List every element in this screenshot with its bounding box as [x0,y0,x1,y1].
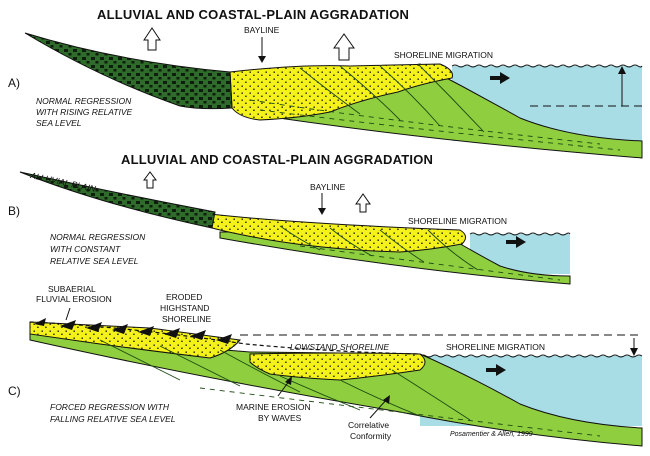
panel-a: ALLUVIAL AND COASTAL-PLAIN AGGRADATION B… [8,7,643,159]
panel-a-desc-1: NORMAL REGRESSION [36,96,132,106]
correlative-label-1: Correlative [348,420,389,430]
clinoforms-a [249,63,621,151]
eroded-highstand-sands [29,321,241,359]
marine-erosion-label-2: BY WAVES [258,413,302,423]
alluvial-wedge-b [19,171,216,229]
panel-a-title: ALLUVIAL AND COASTAL-PLAIN AGGRADATION [97,7,409,22]
erosion-surface [29,321,421,355]
panel-b-desc-2: WITH CONSTANT [50,244,121,254]
panel-a-desc-2: WITH RISING RELATIVE [36,107,133,117]
panel-c-desc-2: FALLING RELATIVE SEA LEVEL [50,414,176,424]
clinoforms-b [279,225,561,281]
shoreline-arrow-a [490,72,510,84]
alluvial-wedge-a [24,32,233,110]
bayline-label-b: BAYLINE [310,182,346,192]
shoreline-label-c: SHORELINE MIGRATION [446,342,545,352]
bayline-label-a: BAYLINE [244,25,280,35]
up-arrow-a1 [143,27,161,51]
subaerial-label-1: SUBAERIAL [48,284,96,294]
subaerial-label-2: FLUVIAL EROSION [36,294,112,304]
subaerial-pointer [65,307,71,321]
panel-b: ALLUVIAL AND COASTAL-PLAIN AGGRADATION A… [8,152,571,285]
erosion-chevrons [34,318,232,344]
up-arrow-b2 [355,193,371,213]
panel-b-desc-3: RELATIVE SEA LEVEL [50,256,139,266]
shoreline-label-b: SHORELINE MIGRATION [408,216,507,226]
correlative-pointer [369,397,389,419]
shoreline-arrow-b [506,236,526,248]
sea-surface-c [419,354,643,358]
panel-b-letter: B) [8,204,20,218]
panel-a-desc-3: SEA LEVEL [36,118,82,128]
panel-b-desc-1: NORMAL REGRESSION [50,232,146,242]
eroded-label-2: HIGHSTAND [160,303,209,313]
eroded-label-3: SHORELINE [162,314,211,324]
alluvial-plain-label: ALLUVIAL PLAIN [29,170,98,194]
sea-surface-b [469,232,571,236]
panel-c-letter: C) [8,384,21,398]
credit-label: Posamentier & Allen, 1999 [450,431,533,438]
lowstand-label: LOWSTAND SHORELINE [290,342,389,352]
panel-c-desc-1: FORCED REGRESSION WITH [50,402,170,412]
panel-b-title: ALLUVIAL AND COASTAL-PLAIN AGGRADATION [121,152,433,167]
marine-erosion-label-1: MARINE EROSION [236,402,311,412]
up-arrow-a2 [333,33,355,61]
coastal-sands-b [209,213,466,253]
coastal-sands-a [229,63,453,121]
eroded-label-1: ERODED [166,292,202,302]
shoreline-arrow-c [486,364,506,376]
panel-c: SUBAERIAL FLUVIAL EROSION ERODED HIGHSTA… [8,284,643,447]
sea-surface-a [451,64,643,68]
shoreline-label-a: SHORELINE MIGRATION [394,50,493,60]
panel-a-letter: A) [8,76,20,90]
clinoforms-c [99,339,601,437]
up-arrow-b1 [143,171,157,189]
correlative-label-2: Conformity [350,431,392,441]
